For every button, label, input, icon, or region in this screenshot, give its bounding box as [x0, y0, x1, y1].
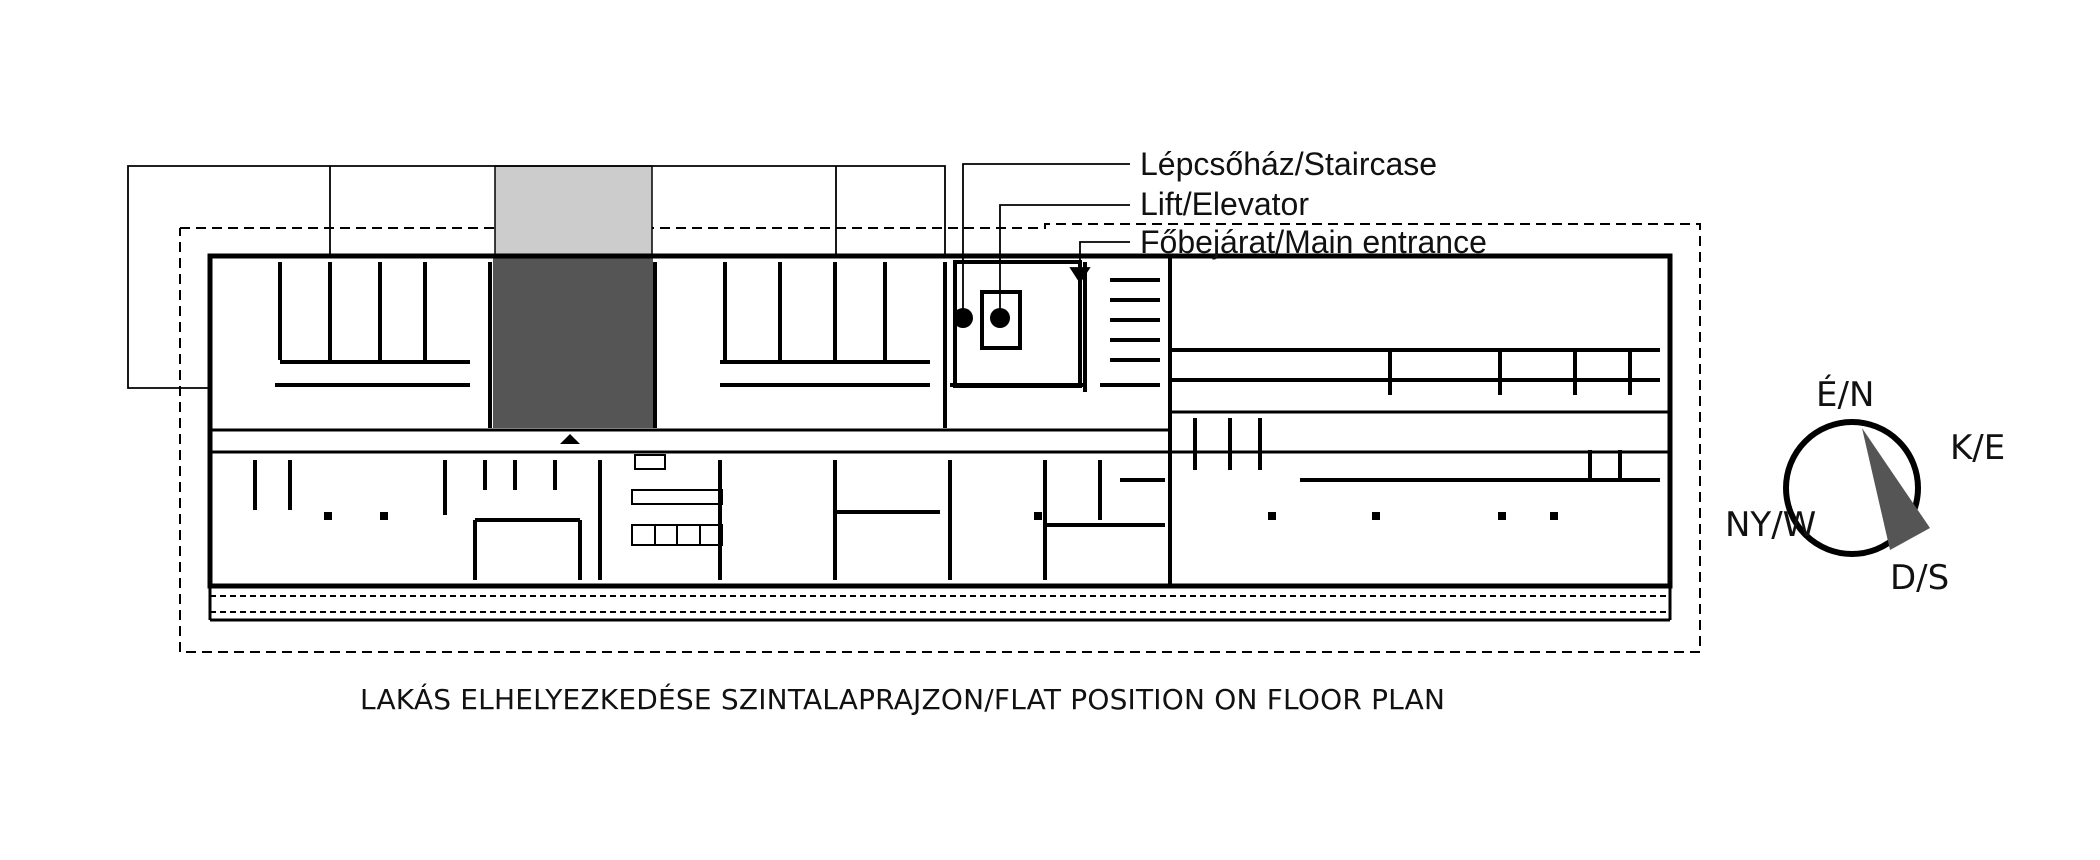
compass-rose [1783, 419, 1930, 557]
elevator-dots [953, 308, 1010, 328]
legend-elevator-label: Lift/Elevator [1140, 186, 1309, 222]
legend-main-entrance-label: Főbejárat/Main entrance [1140, 224, 1487, 260]
compass-needle [1862, 428, 1930, 550]
structural-columns [324, 512, 1558, 520]
legend-staircase-label: Lépcsőház/Staircase [1140, 146, 1438, 182]
flat-projection-box [494, 165, 653, 257]
plan-caption: LAKÁS ELHELYEZKEDÉSE SZINTALAPRAJZON/FLA… [360, 683, 1446, 716]
highlighted-flat [493, 258, 653, 428]
site-outline [179, 223, 1701, 653]
compass-south-label: D/S [1890, 558, 1950, 598]
core [953, 260, 1082, 388]
compass-east-label: K/E [1950, 428, 2006, 468]
interior-walls-north [275, 262, 1660, 428]
flat-leader-lines [127, 165, 946, 389]
interior-walls-south [253, 418, 1660, 580]
corridor-entry-marker [560, 434, 580, 444]
compass-north-label: É/N [1816, 375, 1875, 415]
compass-west-label: NY/W [1725, 505, 1817, 545]
building-walls [207, 253, 1673, 622]
legend-leader-lines [962, 163, 1130, 318]
fixtures [631, 454, 723, 546]
